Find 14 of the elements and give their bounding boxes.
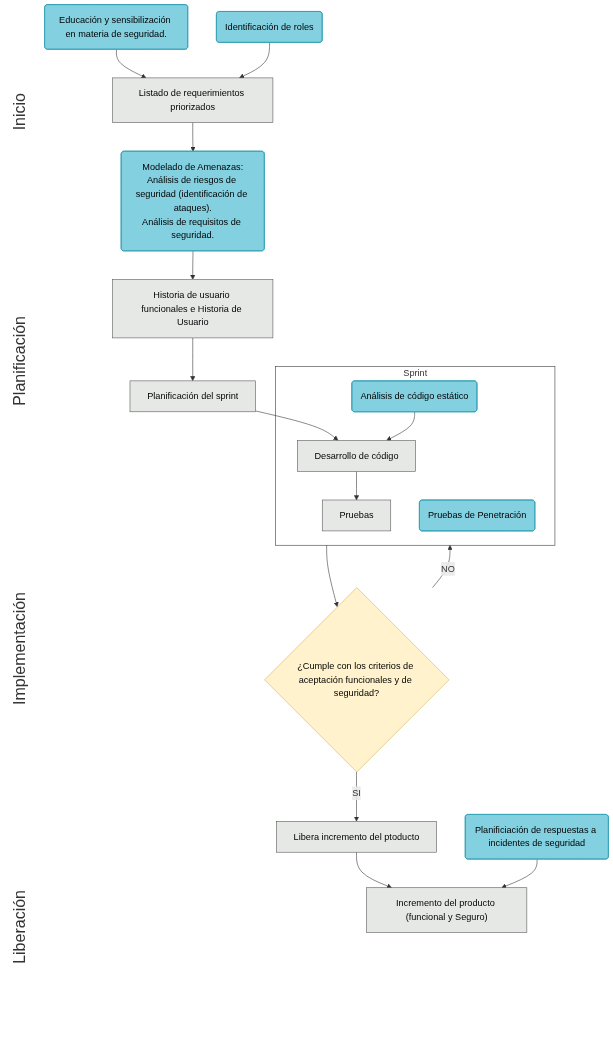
node-box: Listado de requerimientos priorizados — [112, 77, 274, 123]
lane-label: Planificación — [11, 316, 29, 406]
lane-label: Implementación — [11, 591, 29, 705]
node-diamond: ¿Cumple con los criterios de aceptación funcionales y de seguridad? — [264, 587, 450, 773]
lane-label: Liberación — [11, 890, 29, 965]
node-box: Historia de usuario funcionales e Historia de Usuario — [112, 279, 274, 339]
node-box: Planificación del sprint — [129, 380, 256, 413]
lane-label: Inicio — [11, 92, 29, 131]
edge-label: NO — [441, 563, 455, 574]
node-box: Pruebas — [321, 499, 392, 532]
node-box: Libera incremento del ptoducto — [276, 821, 437, 853]
node-box: Desarrollo de código — [297, 440, 416, 472]
edge-label: SI — [352, 788, 361, 798]
node-box: Incremento del producto (funcional y Seguro) — [366, 887, 528, 933]
